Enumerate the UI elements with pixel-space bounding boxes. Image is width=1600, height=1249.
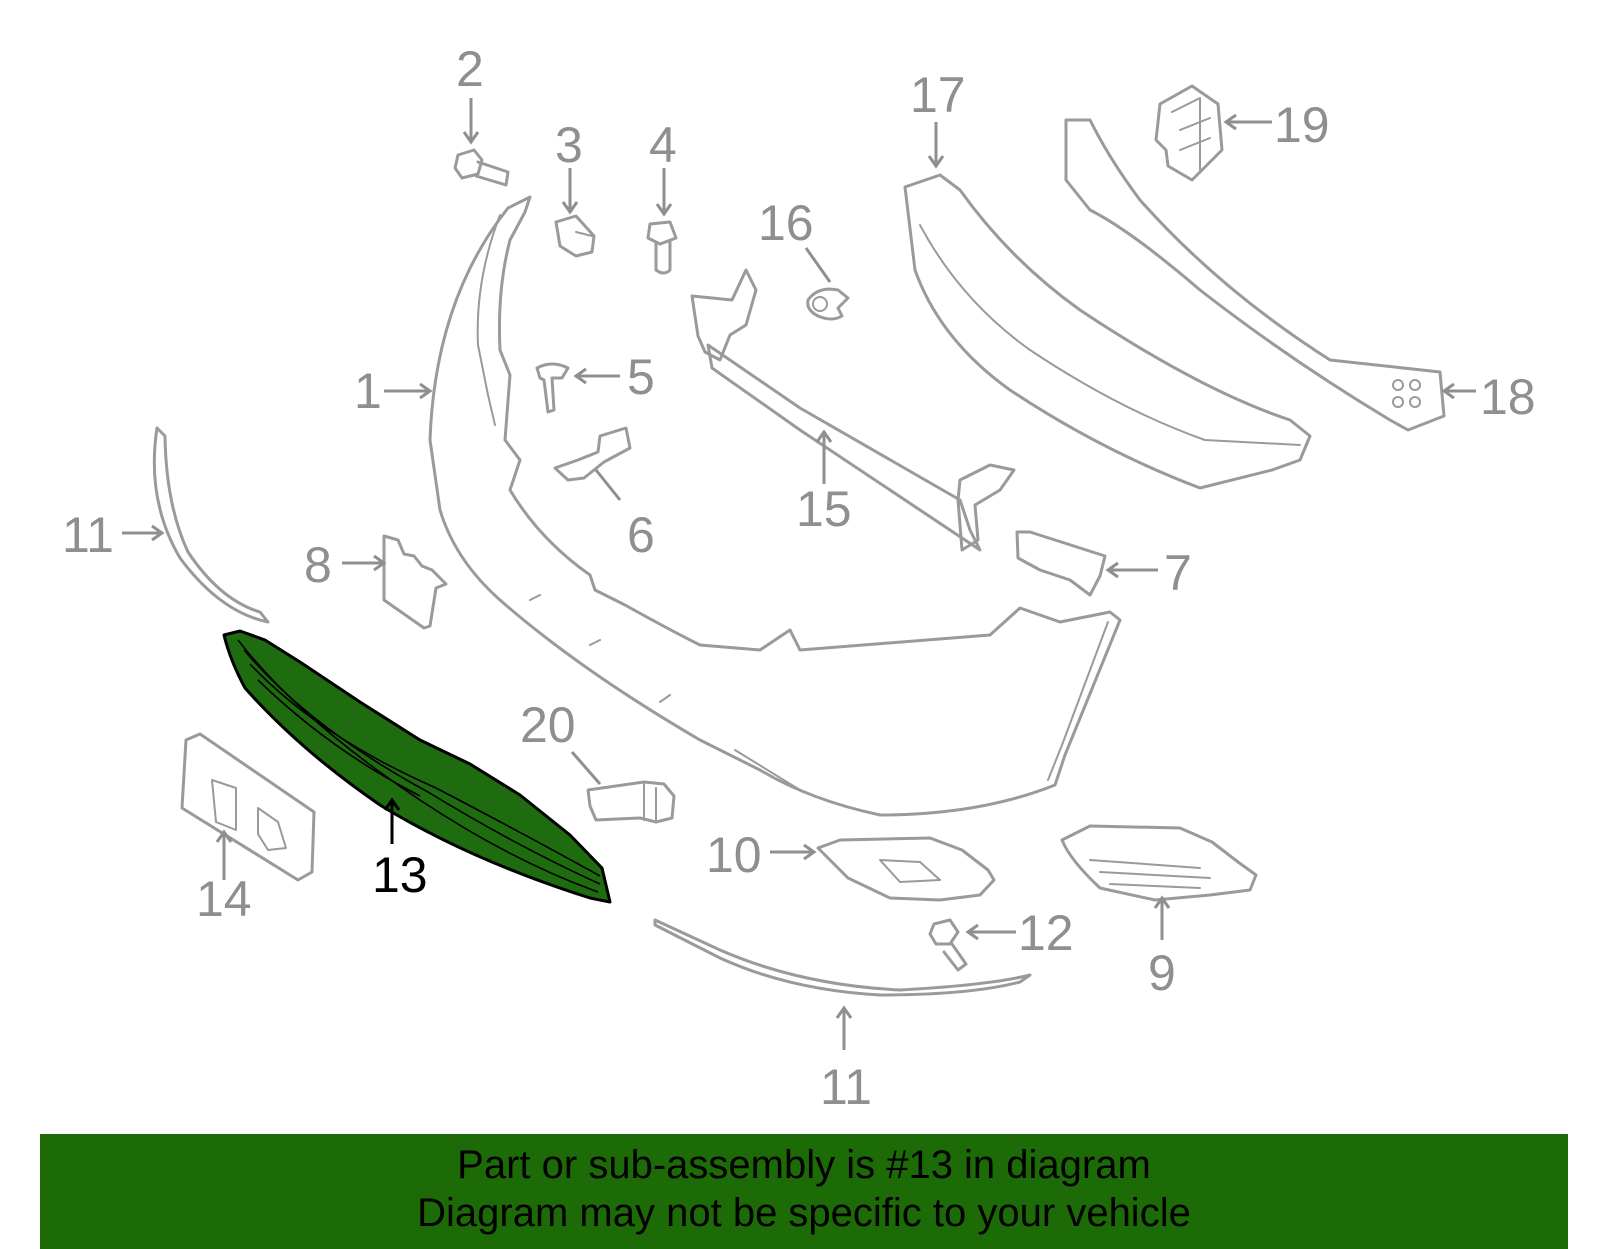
callout-20: 20 (520, 697, 576, 753)
callout-14: 14 (196, 871, 252, 927)
callout-13: 13 (372, 847, 428, 903)
part-15-absorber[interactable] (690, 268, 1016, 552)
callout-7: 7 (1164, 545, 1192, 601)
leader-arrows (122, 98, 1476, 1050)
callout-19: 19 (1274, 97, 1330, 153)
callout-2: 2 (456, 41, 484, 97)
part-14-license-bracket[interactable] (180, 732, 316, 882)
part-13-lower-grille[interactable] (222, 629, 612, 904)
banner-line-disclaimer: Diagram may not be specific to your vehi… (417, 1191, 1191, 1235)
callout-5: 5 (627, 349, 655, 405)
callout-4: 4 (649, 117, 677, 173)
part-10-fog-bezel[interactable] (816, 836, 996, 902)
callout-18: 18 (1480, 369, 1536, 425)
callout-6: 6 (627, 507, 655, 563)
part-6-bracket[interactable] (553, 426, 632, 482)
callout-11-upper: 11 (62, 507, 114, 563)
part-8-bracket[interactable] (382, 534, 448, 630)
part-19-bracket[interactable] (1154, 84, 1224, 182)
callout-3: 3 (555, 117, 583, 173)
part-12-bolt[interactable] (928, 918, 968, 972)
callout-10: 10 (706, 827, 762, 883)
callout-12: 12 (1018, 905, 1074, 961)
part-7-bracket[interactable] (1015, 530, 1107, 597)
callout-17: 17 (910, 67, 966, 123)
banner-line-part: Part or sub-assembly is #13 in diagram (457, 1143, 1151, 1187)
part-1-bumper-cover[interactable] (428, 195, 1122, 817)
part-2-bolt[interactable] (453, 148, 510, 187)
callout-11-lower: 11 (820, 1059, 872, 1115)
callout-16: 16 (758, 195, 814, 251)
callout-9: 9 (1148, 945, 1176, 1001)
callout-1: 1 (354, 363, 382, 419)
info-banner: Part or sub-assembly is #13 in diagram D… (40, 1134, 1568, 1249)
callout-15: 15 (796, 481, 852, 537)
part-3-clip[interactable] (554, 214, 596, 258)
part-4-screw[interactable] (646, 220, 678, 275)
part-16-grommet[interactable] (806, 287, 850, 321)
part-20-sensor[interactable] (586, 780, 676, 824)
part-18-impact-bar[interactable] (1064, 118, 1446, 432)
part-9-fog-bezel[interactable] (1060, 824, 1258, 902)
callout-8: 8 (304, 537, 332, 593)
part-17-reinforcement[interactable] (903, 173, 1312, 490)
part-5-push-pin[interactable] (535, 362, 570, 414)
part-11-molding-lower[interactable] (653, 918, 1032, 997)
part-11-molding-upper[interactable] (152, 426, 270, 624)
